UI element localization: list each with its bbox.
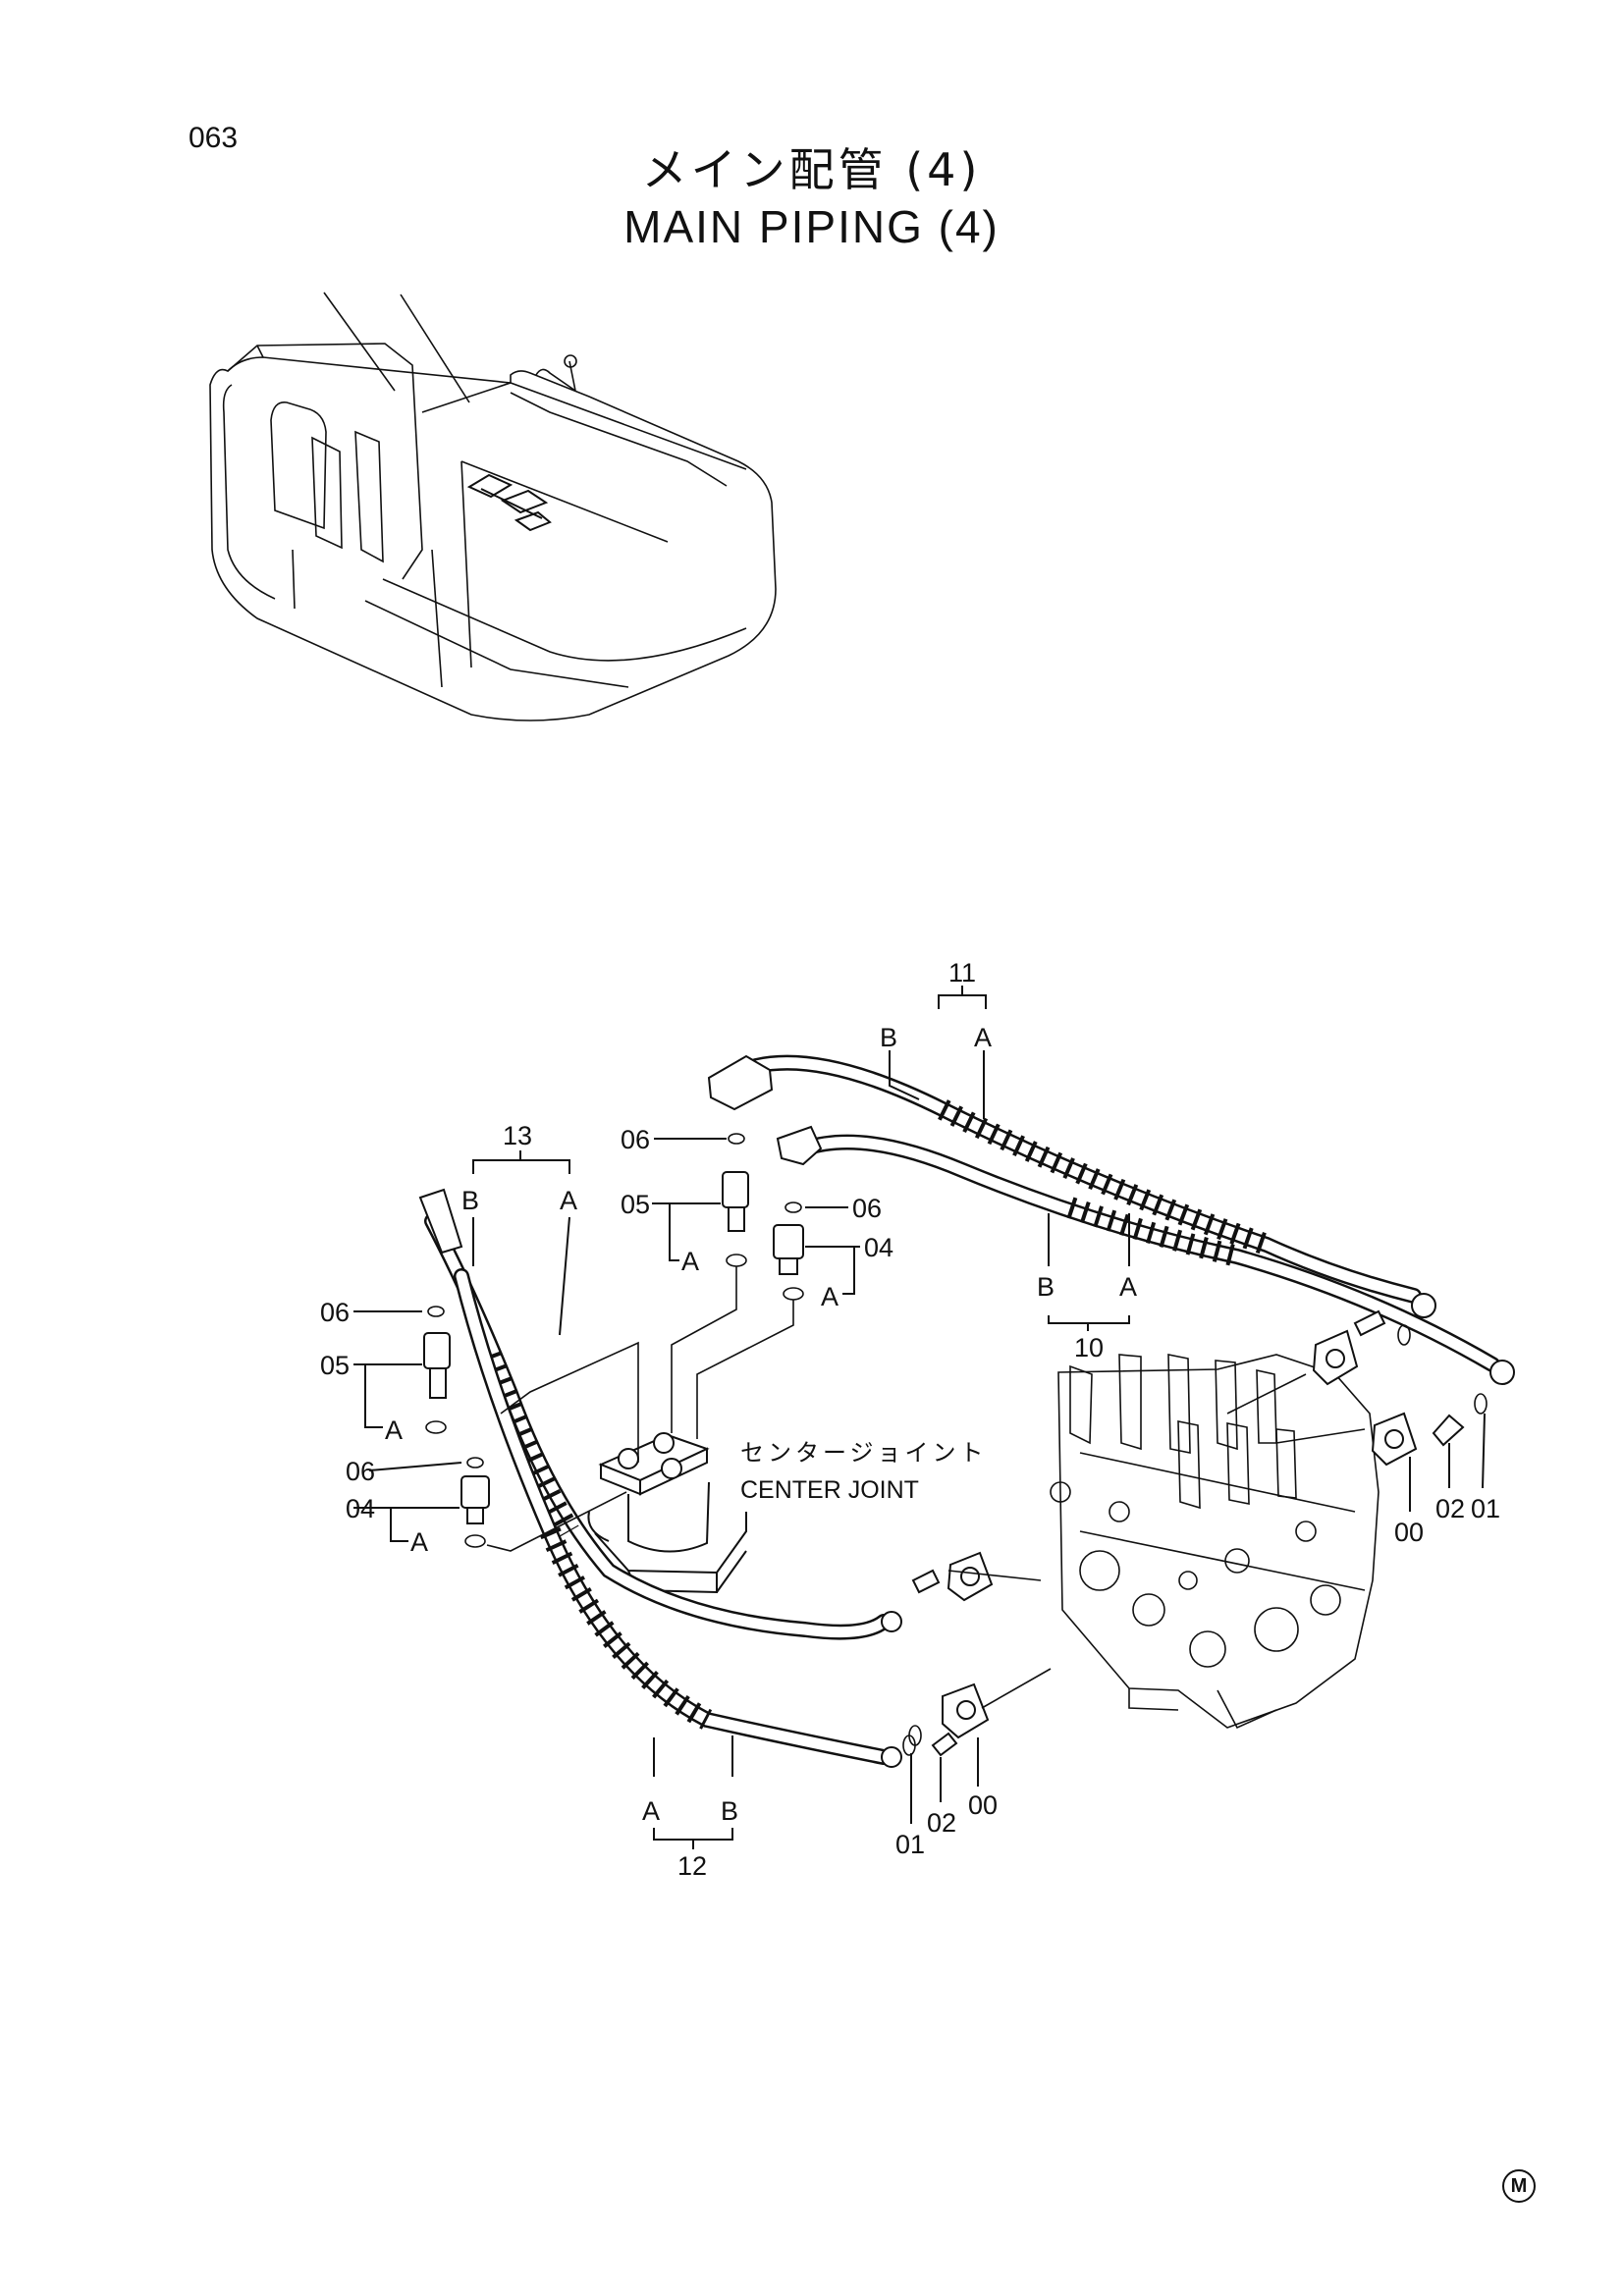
callout-01-right: 01 (1471, 1494, 1500, 1523)
fitting-04-left-end-a: A (410, 1527, 428, 1557)
callout-13: 13 (503, 1121, 532, 1150)
callout-labels: 11 B A 10 B A 13 B A 12 A B 06 05 A 06 0… (320, 958, 1500, 1881)
manufacturer-logo-mark: M (1502, 2169, 1536, 2203)
leader-lines (486, 1266, 1366, 1709)
hose-10-end-b: B (1037, 1272, 1055, 1302)
callout-brackets (353, 986, 1486, 1849)
callout-02-right: 02 (1435, 1494, 1465, 1523)
hose-12-end-a: A (642, 1796, 660, 1826)
callout-06-upper-left: 06 (621, 1125, 650, 1154)
hose-11-end-a: A (974, 1023, 992, 1052)
page-number: 063 (189, 122, 239, 154)
callout-11: 11 (948, 958, 976, 988)
hose-12 (454, 1268, 902, 1768)
callout-04-left: 04 (346, 1494, 375, 1523)
callout-12: 12 (677, 1851, 707, 1881)
hose-10 (776, 1125, 1515, 1385)
callout-06-upper-right: 06 (852, 1194, 882, 1223)
callout-02-lower: 02 (927, 1808, 956, 1838)
fitting-05-left-end-a: A (385, 1415, 403, 1445)
callout-04-upper: 04 (864, 1233, 893, 1262)
control-valve-assembly (1050, 1354, 1380, 1730)
fitting-05-upper-end-a: A (681, 1247, 699, 1276)
callout-06-left-bottom: 06 (346, 1457, 375, 1486)
callout-00-right: 00 (1394, 1518, 1424, 1547)
hose-10-end-a: A (1119, 1272, 1137, 1302)
excavator-overview-illustration (209, 292, 777, 721)
center-joint-label-en: CENTER JOINT (740, 1476, 919, 1504)
hose-11 (707, 1054, 1436, 1318)
hose-13 (418, 1188, 902, 1640)
fitting-04-upper-end-a: A (821, 1282, 839, 1311)
title-japanese: メイン配管 (4) (641, 143, 982, 196)
hose-12-end-b: B (721, 1796, 738, 1826)
callout-06-left-top: 06 (320, 1298, 350, 1327)
hose-13-end-b: B (461, 1186, 479, 1215)
center-joint-assembly (587, 1432, 747, 1594)
center-joint-label-jp: センタージョイント (740, 1439, 988, 1467)
callout-01-lower: 01 (895, 1830, 925, 1859)
hose-13-end-a: A (560, 1186, 577, 1215)
callout-05-left: 05 (320, 1351, 350, 1380)
callout-00-lower: 00 (968, 1790, 998, 1820)
title-english: MAIN PIPING (4) (623, 201, 1000, 252)
hose-11-end-b: B (880, 1023, 897, 1052)
callout-10: 10 (1074, 1333, 1104, 1362)
small-parts (423, 1133, 1488, 1757)
callout-05-upper: 05 (621, 1190, 650, 1219)
